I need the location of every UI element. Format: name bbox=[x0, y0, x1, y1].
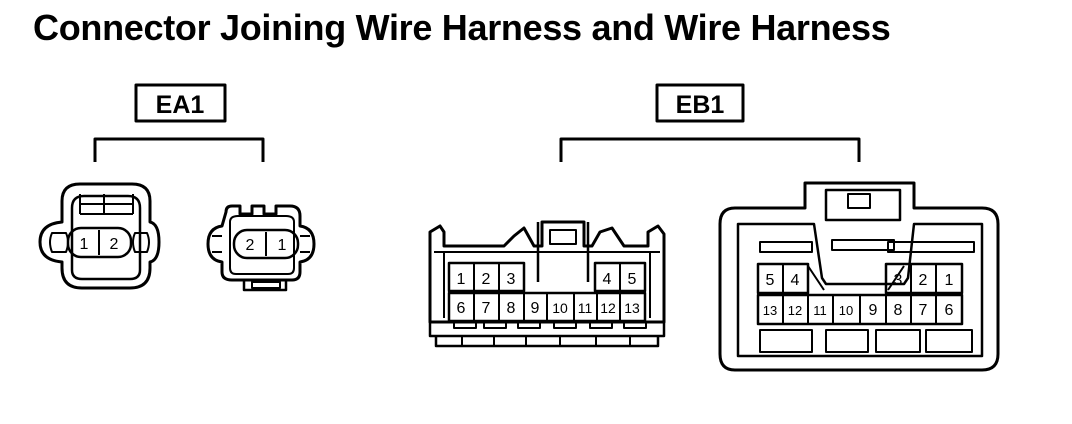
eb1-left-pin: 5 bbox=[628, 271, 637, 288]
eb1-left-pin: 3 bbox=[507, 271, 516, 288]
eb1-left-pin: 2 bbox=[482, 271, 491, 288]
eb1-right-pin: 7 bbox=[919, 302, 928, 319]
eb1-right-pin: 3 bbox=[894, 272, 903, 289]
ea1-right-pin: 1 bbox=[278, 237, 287, 254]
eb1-right-pin: 11 bbox=[813, 303, 827, 318]
ea1-left-pin: 2 bbox=[110, 236, 119, 253]
eb1-right-pin: 2 bbox=[919, 272, 928, 289]
eb1-right-pin: 6 bbox=[945, 302, 954, 319]
eb1-right-pin: 5 bbox=[766, 272, 775, 289]
eb1-right-pin: 9 bbox=[869, 302, 878, 319]
eb1-label-box bbox=[655, 83, 745, 123]
eb1-left-pin: 10 bbox=[552, 300, 568, 316]
eb1-left-pin: 8 bbox=[507, 300, 516, 317]
ea1-left-connector bbox=[38, 182, 161, 290]
eb1-right-pin: 1 bbox=[945, 272, 954, 289]
ea1-bracket bbox=[93, 137, 265, 162]
eb1-left-connector bbox=[428, 220, 666, 348]
page-title: Connector Joining Wire Harness and Wire … bbox=[33, 7, 891, 48]
ea1-left-pin: 1 bbox=[80, 236, 89, 253]
eb1-right-connector bbox=[718, 181, 1000, 372]
eb1-right-pin: 8 bbox=[894, 302, 903, 319]
eb1-right-pin: 4 bbox=[791, 272, 800, 289]
eb1-label: EB1 bbox=[676, 91, 725, 119]
eb1-right-pin: 12 bbox=[788, 303, 802, 318]
eb1-right-pin: 10 bbox=[839, 303, 853, 318]
ea1-label: EA1 bbox=[156, 91, 205, 119]
ea1-right-connector bbox=[206, 204, 316, 292]
eb1-left-pin: 12 bbox=[600, 300, 616, 316]
eb1-right-pin: 13 bbox=[763, 303, 777, 318]
eb1-bracket bbox=[559, 137, 861, 162]
ea1-right-pin: 2 bbox=[246, 237, 255, 254]
eb1-left-pin: 4 bbox=[603, 271, 612, 288]
eb1-left-pin: 6 bbox=[457, 300, 466, 317]
eb1-left-pin: 11 bbox=[578, 300, 593, 316]
eb1-left-pin: 7 bbox=[482, 300, 491, 317]
ea1-label-box bbox=[134, 83, 227, 123]
eb1-left-pin: 9 bbox=[531, 300, 540, 317]
eb1-left-pin: 13 bbox=[624, 300, 640, 316]
eb1-left-pin: 1 bbox=[457, 271, 466, 288]
